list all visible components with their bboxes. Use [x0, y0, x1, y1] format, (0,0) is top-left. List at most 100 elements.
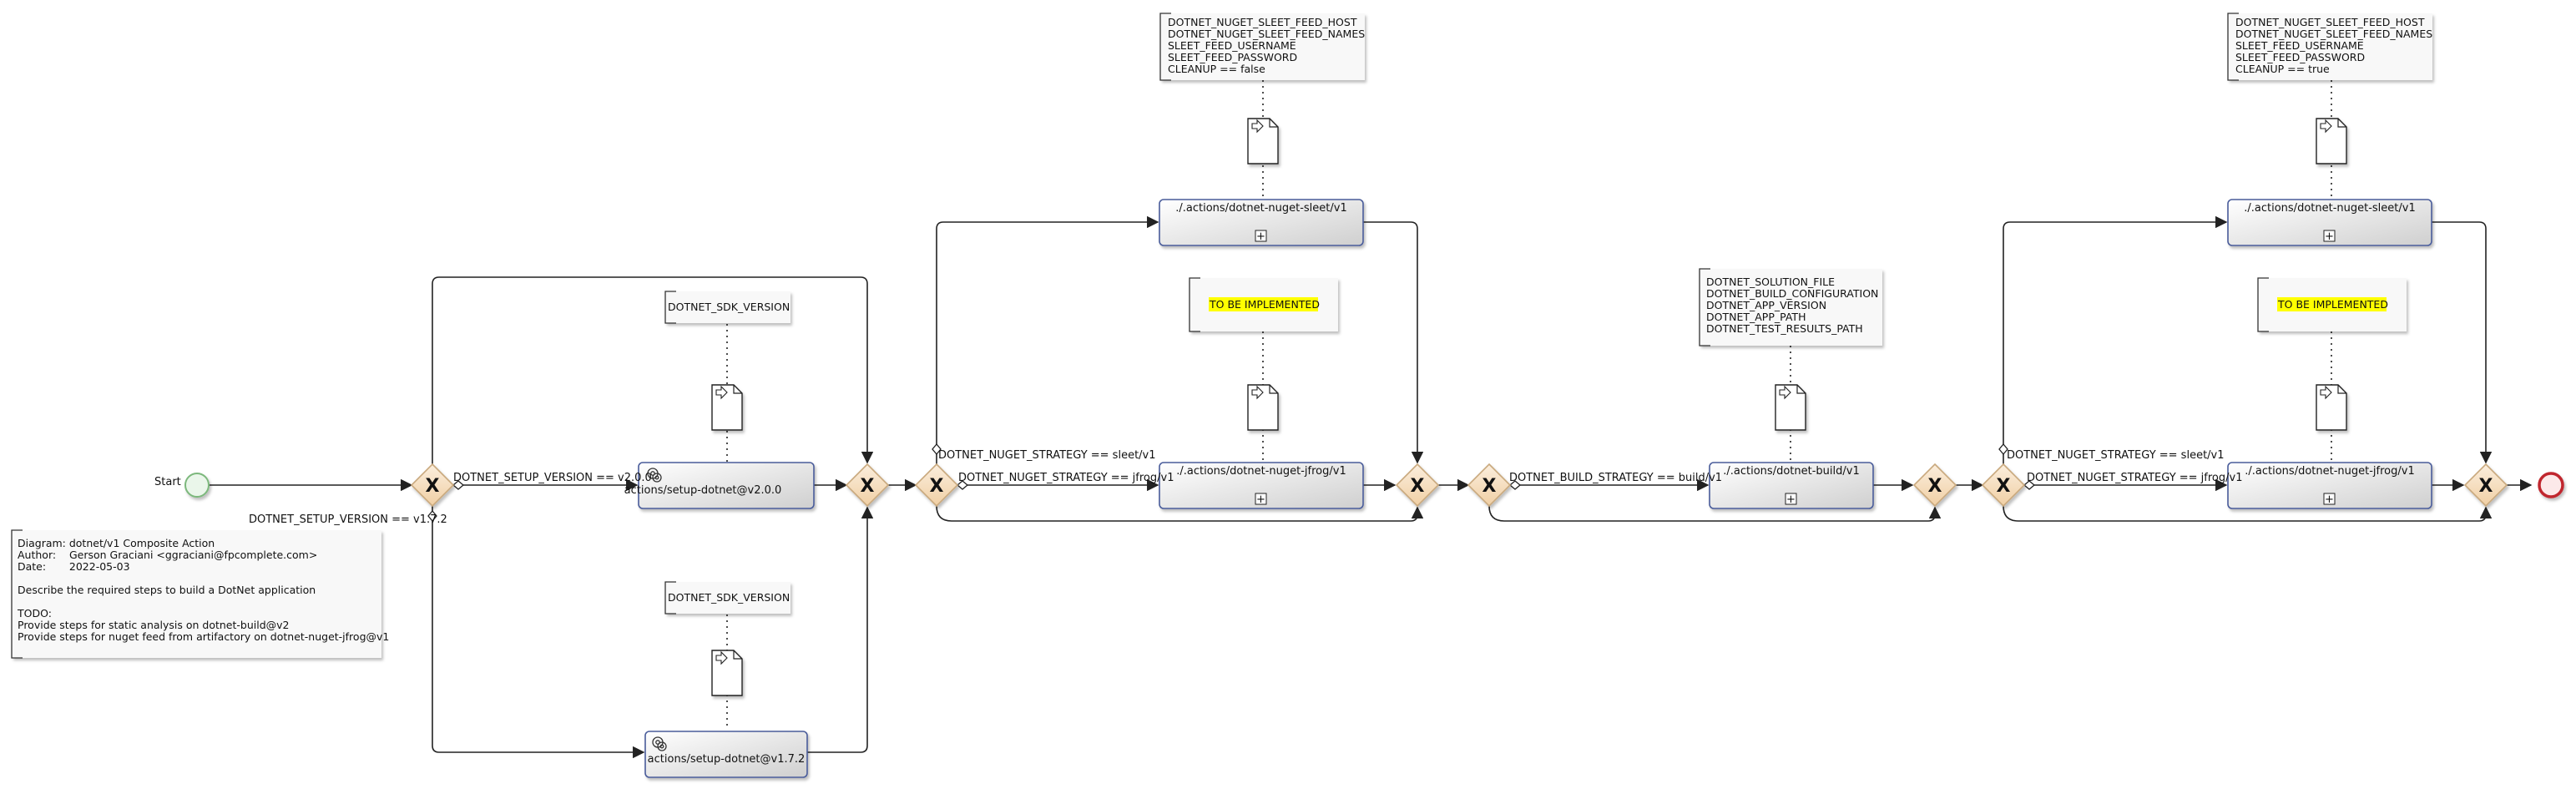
data-input-icon[interactable] [2316, 384, 2347, 431]
annotation-sdk-version-top: DOTNET_SDK_VERSION [664, 291, 790, 324]
flow-gw5-default [1488, 505, 1942, 522]
annotation-line: SLEET_FEED_PASSWORD [2235, 51, 2365, 63]
exclusive-gateway[interactable]: X [845, 463, 890, 508]
collapsed-subprocess-marker[interactable] [2323, 230, 2336, 242]
annotation-line: DOTNET_APP_PATH [1706, 311, 1806, 323]
task-nuget-sleet-2[interactable]: ./.actions/dotnet-nuget-sleet/v1 + [2227, 199, 2432, 246]
condition-label: DOTNET_SETUP_VERSION == v1.7.2 [249, 513, 447, 526]
default-marker [1508, 480, 1522, 490]
annotation-line: TO BE IMPLEMENTED [1209, 298, 1320, 311]
default-marker [1998, 443, 2008, 456]
annotation-line: DOTNET_NUGET_SLEET_FEED_NAMES [1168, 28, 1365, 40]
data-input-icon[interactable] [1247, 384, 1279, 431]
data-objects [711, 118, 2347, 696]
expand-icon: + [2325, 230, 2334, 243]
flow-gw3-default [936, 505, 1424, 522]
data-input-icon[interactable] [1775, 384, 1806, 431]
exclusive-gateway[interactable]: X [914, 463, 959, 508]
default-flow-markers [427, 443, 2036, 523]
info-line: Diagram: dotnet/v1 Composite Action [18, 537, 215, 549]
data-input-icon[interactable] [1247, 118, 1279, 164]
svg-text:DOTNET_NUGET_SLEET_FEED_HOST: DOTNET_NUGET_SLEET_FEED_HOST DOTNET_NUGE… [2235, 16, 2436, 75]
gear-icon [652, 736, 667, 751]
expand-icon: + [2325, 493, 2334, 506]
flow-gw1-default-loop [432, 276, 874, 464]
exclusive-gateway[interactable]: X [1467, 463, 1512, 508]
annotation-jfrog-todo-1: TO BE IMPLEMENTED [1189, 277, 1338, 332]
collapsed-subprocess-marker[interactable] [1255, 493, 1267, 505]
condition-label: DOTNET_NUGET_STRATEGY == jfrog/v1 [2027, 472, 2242, 484]
exclusive-gateway[interactable]: X [1395, 463, 1440, 508]
info-line: Provide steps for static analysis on dot… [18, 619, 290, 631]
gateway-x-icon: X [930, 476, 944, 497]
condition-label: DOTNET_BUILD_STRATEGY == build/v1 [1509, 472, 1722, 484]
expand-icon: + [1786, 493, 1796, 506]
condition-labels: DOTNET_SETUP_VERSION == v2.0.0 DOTNET_SE… [249, 449, 2242, 526]
exclusive-gateway[interactable]: X [2463, 463, 2508, 508]
data-input-icon[interactable] [2316, 118, 2347, 164]
default-marker [2023, 480, 2036, 490]
end-event[interactable] [2538, 472, 2564, 498]
task-label: ./.actions/dotnet-build/v1 [1723, 465, 1859, 478]
annotation-line: SLEET_FEED_USERNAME [1168, 39, 1296, 52]
task-setup-dotnet-v2[interactable]: actions/setup-dotnet@v2.0.0 [624, 462, 815, 509]
annotation-sleet-feed-1: DOTNET_NUGET_SLEET_FEED_HOST DOTNET_NUGE… [1159, 13, 1368, 81]
expand-icon: + [1256, 230, 1265, 243]
default-marker [956, 480, 969, 490]
task-setup-dotnet-v1[interactable]: actions/setup-dotnet@v1.7.2 [644, 731, 808, 778]
info-line: Author: Gerson Graciani <ggraciani@fpcom… [18, 549, 317, 561]
data-input-icon[interactable] [711, 650, 743, 696]
info-line: TODO: [17, 607, 52, 620]
gear-icon [647, 468, 662, 483]
annotation-line: DOTNET_SOLUTION_FILE [1706, 276, 1835, 288]
svg-text:DOTNET_NUGET_SLEET_FEED_HOST: DOTNET_NUGET_SLEET_FEED_HOST DOTNET_NUGE… [1168, 16, 1368, 75]
annotation-sdk-version-bottom: DOTNET_SDK_VERSION [664, 581, 790, 615]
svg-text:Diagram: dotnet/v1 Composite A: Diagram: dotnet/v1 Composite Action Auth… [17, 537, 389, 643]
flow-gw7-default [2003, 505, 2493, 522]
task-nuget-jfrog-2[interactable]: ./.actions/dotnet-nuget-jfrog/v1 + [2227, 462, 2432, 509]
condition-label: DOTNET_NUGET_STRATEGY == sleet/v1 [2007, 449, 2225, 462]
exclusive-gateway[interactable]: X [1912, 463, 1957, 508]
condition-label: DOTNET_NUGET_STRATEGY == jfrog/v1 [958, 472, 1174, 484]
svg-text:TO BE IMPLEMENTED: TO BE IMPLEMENTED [1209, 298, 1320, 311]
annotation-line: DOTNET_SDK_VERSION [668, 591, 790, 604]
annotation-sleet-feed-2: DOTNET_NUGET_SLEET_FEED_HOST DOTNET_NUGE… [2227, 13, 2436, 81]
start-event[interactable] [184, 473, 210, 498]
flow-sleet-1-to-gw4 [1363, 221, 1424, 464]
task-label: actions/setup-dotnet@v1.7.2 [648, 753, 806, 766]
highlight [1209, 297, 1318, 311]
svg-text:DOTNET_SOLUTION_FILE DOT: DOTNET_SOLUTION_FILE DOTNET_BUILD_CONFIG… [1706, 276, 1881, 335]
annotation-line: SLEET_FEED_USERNAME [2235, 39, 2364, 52]
exclusive-gateway[interactable]: X [410, 463, 455, 508]
flow-gw7-to-sleet-2 [2003, 215, 2228, 464]
task-label: ./.actions/dotnet-nuget-jfrog/v1 [2245, 465, 2414, 478]
collapsed-subprocess-marker[interactable] [1255, 230, 1267, 242]
default-marker [452, 480, 465, 490]
flow-gw1-to-setup-v1 [432, 506, 645, 759]
task-dotnet-build[interactable]: ./.actions/dotnet-build/v1 + [1709, 462, 1874, 509]
start-label: Start [154, 476, 181, 488]
annotation-line: DOTNET_NUGET_SLEET_FEED_HOST [1168, 16, 1357, 28]
annotation-line: CLEANUP == false [1168, 63, 1265, 75]
task-label: ./.actions/dotnet-nuget-jfrog/v1 [1176, 465, 1346, 478]
annotation-line: TO BE IMPLEMENTED [2277, 298, 2388, 311]
annotation-line: DOTNET_NUGET_SLEET_FEED_HOST [2235, 16, 2425, 28]
flow-gw3-to-sleet-1 [936, 215, 1159, 464]
collapsed-subprocess-marker[interactable] [1785, 493, 1797, 505]
task-nuget-jfrog-1[interactable]: ./.actions/dotnet-nuget-jfrog/v1 + [1159, 462, 1364, 509]
annotation-line: DOTNET_APP_VERSION [1706, 299, 1826, 311]
data-associations [726, 80, 2332, 729]
sequence-flows [210, 215, 2533, 759]
annotation-line: DOTNET_BUILD_CONFIGURATION [1706, 287, 1878, 300]
info-line: Describe the required steps to build a D… [18, 584, 316, 596]
exclusive-gateway[interactable]: X [1981, 463, 2026, 508]
default-marker [932, 443, 942, 456]
data-input-icon[interactable] [711, 384, 743, 431]
annotation-line: CLEANUP == true [2235, 63, 2330, 75]
info-line: Date: 2022-05-03 [18, 560, 130, 573]
collapsed-subprocess-marker[interactable] [2323, 493, 2336, 505]
task-nuget-sleet-1[interactable]: ./.actions/dotnet-nuget-sleet/v1 + [1159, 199, 1364, 246]
annotation-build-vars: DOTNET_SOLUTION_FILE DOTNET_BUILD_CONFIG… [1699, 268, 1882, 346]
annotation-line: SLEET_FEED_PASSWORD [1168, 51, 1297, 63]
